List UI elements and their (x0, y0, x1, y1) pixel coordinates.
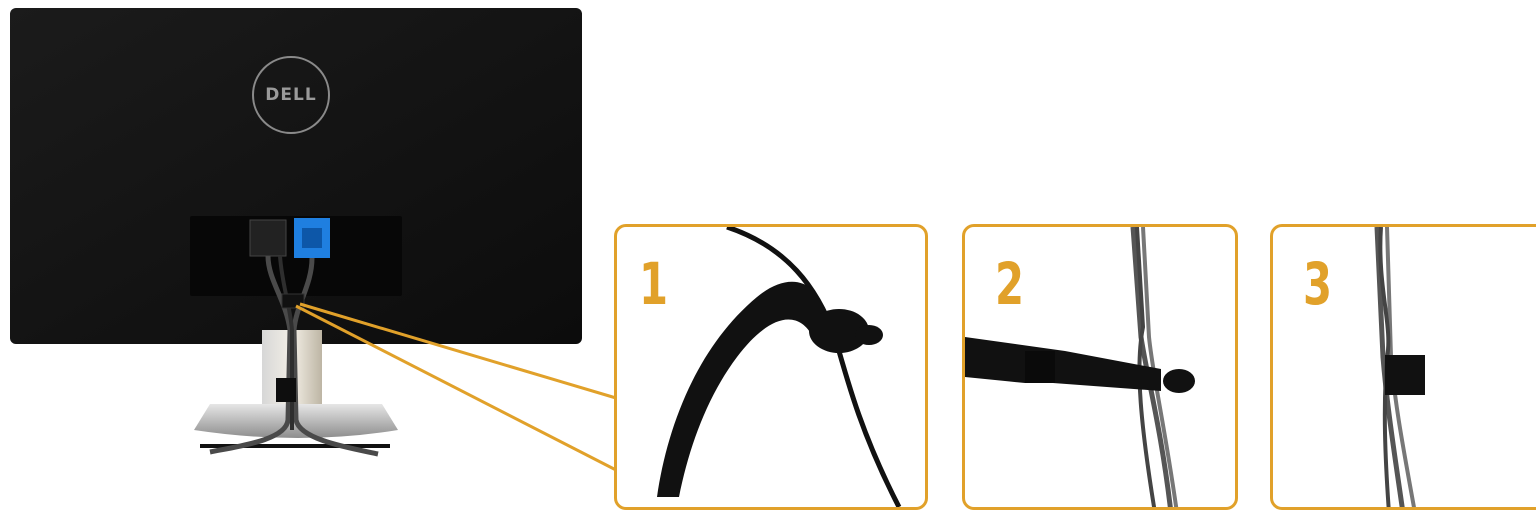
dell-logo: DELL (252, 56, 330, 134)
step-panel-2: 2 (962, 224, 1238, 510)
step-number-2: 2 (995, 255, 1024, 313)
dell-logo-text: DELL (265, 85, 316, 105)
step-number-3: 3 (1303, 255, 1332, 313)
step-panel-1: 1 (614, 224, 928, 510)
stand-cable-strap (282, 294, 304, 308)
hdmi-port (250, 220, 286, 256)
step-number-1: 1 (639, 255, 668, 313)
step-panel-3: 3 (1270, 224, 1536, 510)
